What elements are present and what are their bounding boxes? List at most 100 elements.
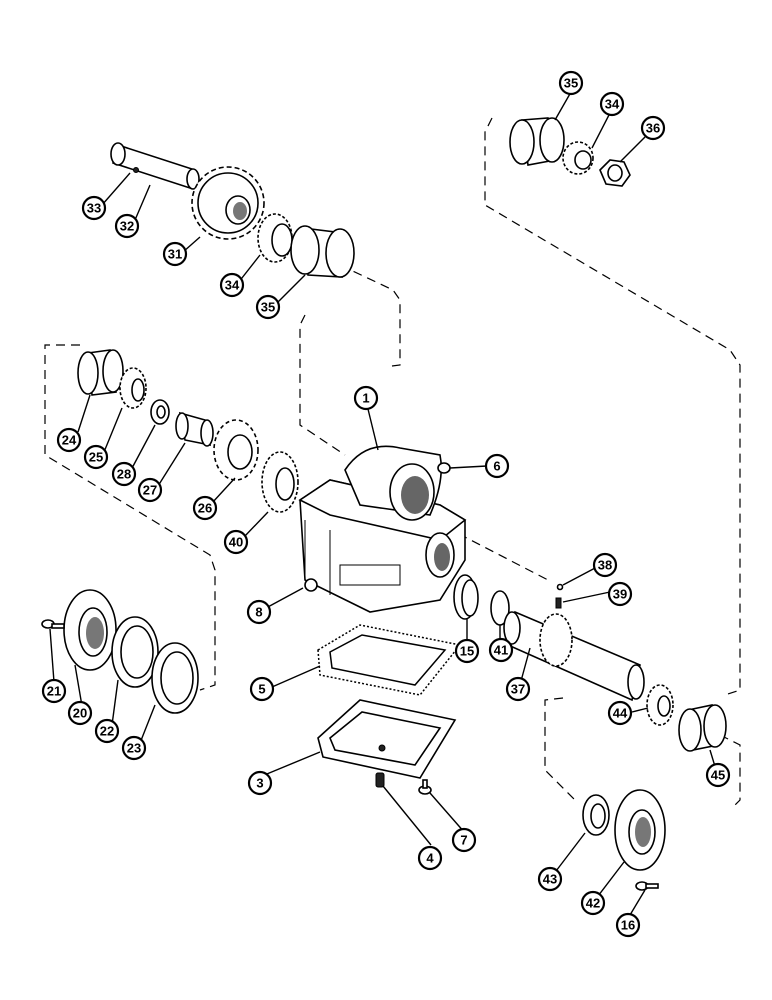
callout-28: 28: [111, 461, 137, 487]
callout-34-lower: 34: [219, 272, 245, 298]
callout-37: 37: [505, 676, 531, 702]
callout-4: 4: [417, 845, 443, 871]
callout-16-label: 16: [621, 918, 635, 933]
callout-5-label: 5: [258, 682, 265, 697]
callout-6: 6: [484, 453, 510, 479]
callout-20-label: 20: [73, 706, 87, 721]
bolt-21: [41, 619, 65, 629]
shim-23: [151, 642, 199, 714]
callout-37-label: 37: [511, 682, 525, 697]
callout-34-lower-label: 34: [225, 278, 240, 293]
bearing-25: [119, 367, 147, 409]
callout-23-label: 23: [127, 741, 141, 756]
bolt-16: [635, 881, 659, 891]
bearing-40: [261, 451, 299, 513]
callout-15: 15: [454, 638, 480, 664]
cup-24: [77, 349, 124, 396]
gear-26: [213, 419, 259, 481]
callout-44: 44: [607, 700, 633, 726]
cover-20: [63, 589, 117, 671]
callout-7-label: 7: [460, 833, 467, 848]
callout-26: 26: [192, 495, 218, 521]
cup-45: [678, 704, 727, 752]
callout-24-label: 24: [62, 433, 77, 448]
callout-42: 42: [580, 890, 606, 916]
callout-22: 22: [94, 718, 120, 744]
callout-35-top: 35: [558, 70, 584, 96]
callout-8-label: 8: [255, 605, 262, 620]
callout-31-label: 31: [168, 247, 182, 262]
seal-15: [453, 574, 479, 620]
callout-22-label: 22: [100, 724, 114, 739]
callout-44-label: 44: [613, 706, 628, 721]
callout-45-label: 45: [711, 768, 725, 783]
callout-4-label: 4: [426, 851, 434, 866]
bolt-7: [418, 779, 432, 795]
callout-23: 23: [121, 735, 147, 761]
callout-26-label: 26: [198, 501, 212, 516]
callout-7: 7: [451, 827, 477, 853]
bearing-44: [646, 684, 674, 726]
cover-42: [614, 789, 666, 871]
leader-lines: [49, 91, 718, 921]
gasket-5: [317, 624, 462, 696]
callout-5: 5: [249, 676, 275, 702]
callout-43-label: 43: [543, 872, 557, 887]
plug-8: [304, 578, 318, 592]
shaft-37: [503, 610, 645, 702]
callout-21: 21: [41, 678, 67, 704]
callout-3: 3: [247, 770, 273, 796]
pin-39: [555, 597, 562, 609]
callout-40: 40: [223, 529, 249, 555]
washer-28: [150, 399, 170, 425]
callout-28-label: 28: [117, 467, 131, 482]
cup-35-upper: [509, 117, 565, 166]
callout-25: 25: [83, 444, 109, 470]
callout-1: 1: [353, 385, 379, 411]
shaft-32: [110, 142, 200, 190]
ball-38: [556, 583, 564, 591]
callout-20: 20: [67, 700, 93, 726]
nut-36: [599, 159, 631, 187]
callout-39: 39: [607, 581, 633, 607]
callout-45: 45: [705, 762, 731, 788]
callout-8: 8: [246, 599, 272, 625]
callout-38: 38: [592, 552, 618, 578]
pan-3: [317, 699, 457, 779]
assembly-guide-lines: [44, 117, 741, 806]
bushing-27: [175, 411, 214, 447]
callout-33-label: 33: [87, 201, 101, 216]
plug-6: [437, 462, 451, 474]
bearing-34-upper: [562, 141, 594, 175]
gear-31: [191, 166, 265, 240]
callout-16: 16: [615, 912, 641, 938]
callout-41: 41: [488, 637, 514, 663]
cup-35-lower: [290, 225, 355, 278]
callout-39-label: 39: [613, 587, 627, 602]
callout-35-lower: 35: [255, 294, 281, 320]
callout-25-label: 25: [89, 450, 103, 465]
callout-31: 31: [162, 241, 188, 267]
callout-27: 27: [137, 477, 163, 503]
callout-3-label: 3: [256, 776, 263, 791]
callout-40-label: 40: [229, 535, 243, 550]
callout-32: 32: [114, 213, 140, 239]
callout-34-top: 34: [599, 91, 625, 117]
callout-38-label: 38: [598, 558, 612, 573]
seal-43: [582, 794, 610, 836]
callout-36-label: 36: [646, 121, 660, 136]
callout-24: 24: [56, 427, 82, 453]
housing-1: [298, 445, 467, 613]
callout-32-label: 32: [120, 219, 134, 234]
callout-27-label: 27: [143, 483, 157, 498]
callout-6-label: 6: [493, 459, 500, 474]
callout-15-label: 15: [460, 644, 474, 659]
callout-34-top-label: 34: [605, 97, 620, 112]
bearing-34-lower: [257, 213, 293, 263]
callout-42-label: 42: [586, 896, 600, 911]
callout-1-label: 1: [362, 391, 369, 406]
plug-4: [375, 772, 385, 788]
callout-21-label: 21: [47, 684, 61, 699]
callout-33: 33: [81, 195, 107, 221]
